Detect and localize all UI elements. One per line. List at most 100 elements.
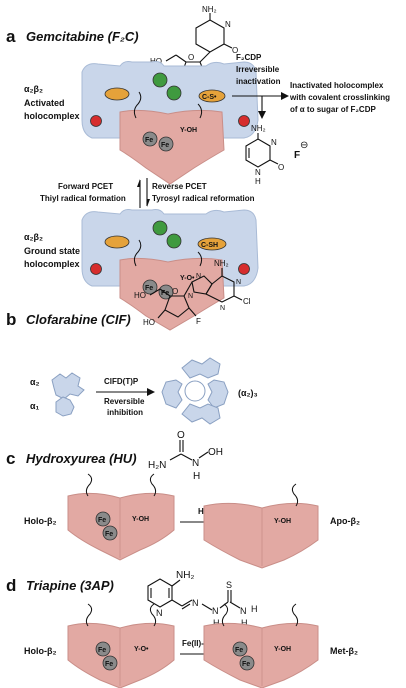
hexamer-label: (α₂)₃ <box>238 388 258 398</box>
holo-fe-1 <box>95 511 111 527</box>
panel-b-title: Clofarabine (CIF) <box>26 312 131 327</box>
clof-arrow-line-1: ClFD(T)P <box>104 377 139 386</box>
gem-o-carbonyl: O <box>232 46 238 55</box>
clof-cl: Cl <box>243 297 251 306</box>
activated-cys-site <box>198 89 226 103</box>
met-beta2-shape <box>203 622 319 688</box>
ground-fe-1-label: Fe <box>145 285 153 292</box>
panel-c-title: Hydroxyurea (HU) <box>26 451 137 466</box>
ground-label-1: α₂β₂ <box>24 232 43 242</box>
triapine-holo-fe-1 <box>95 641 111 657</box>
clof-o-ring: O <box>172 287 178 296</box>
clofarabine-structure <box>149 268 243 319</box>
ground-label-2: Ground state <box>24 246 80 256</box>
reverse-pcet-line-1: Reverse PCET <box>152 182 207 191</box>
triapine-holo-tyr-label: Y-O• <box>134 646 149 653</box>
hu-o: O <box>177 430 185 441</box>
alpha2-label: α₂ <box>30 377 40 387</box>
panel-d-letter: d <box>6 576 16 595</box>
clof-ho2: HO <box>143 318 155 327</box>
met-fe-2 <box>239 655 255 671</box>
product-line-1: Inactivated holocomplex <box>290 81 384 90</box>
ground-red-right <box>238 263 250 275</box>
clof-n2: N <box>236 279 241 286</box>
inactivation-line-1: F₂CDP <box>236 53 262 62</box>
reverse-pcet-line-2: Tyrosyl radical reformation <box>152 194 255 203</box>
met-fe-1-label: Fe <box>235 647 243 654</box>
cytosine-n2: N <box>255 168 261 177</box>
inactivation-line-2: Irreversible <box>236 65 280 74</box>
cytosine-nh2: NH₂ <box>251 124 266 133</box>
forward-pcet-line-1: Forward PCET <box>58 182 113 191</box>
tri-n-ring: N <box>156 608 163 618</box>
ground-fe-1 <box>142 279 158 295</box>
activated-red-right <box>238 115 250 127</box>
met-beta2-label: Met-β₂ <box>330 646 358 656</box>
tri-h2: H <box>251 604 258 614</box>
holo-beta2-shape <box>67 492 175 561</box>
cytosine-o: O <box>278 163 284 172</box>
holo-tyr-label: Y-OH <box>132 516 149 523</box>
panel-b: b Clofarabine (CIF) NH₂ N N N N Cl O HO … <box>6 259 258 425</box>
met-fe-2-label: Fe <box>242 661 250 668</box>
activated-tyr-label: Y-OH <box>180 127 197 134</box>
cytosine-structure <box>245 133 279 168</box>
activated-label-2: Activated <box>24 98 65 108</box>
triapine-holo-fe-1-label: Fe <box>98 647 106 654</box>
hydroxyurea-structure <box>169 440 209 461</box>
gem-nh2: NH₂ <box>202 5 217 14</box>
ground-tyr-label: Y-O• <box>180 275 195 282</box>
cytosine-h: H <box>255 177 261 186</box>
activated-red-left <box>90 115 102 127</box>
met-fe-1 <box>232 641 248 657</box>
holo-fe-1-label: Fe <box>98 517 106 524</box>
ground-cys-site <box>197 237 227 251</box>
tri-n1: N <box>192 598 199 608</box>
activated-fe-2 <box>158 136 174 152</box>
panel-c-letter: c <box>6 449 15 468</box>
triapine-holo-beta2-label: Holo-β₂ <box>24 646 56 656</box>
activated-fe-1-label: Fe <box>145 137 153 144</box>
holo-fe-2 <box>102 525 118 541</box>
ground-red-left <box>90 263 102 275</box>
panel-a: a Gemcitabine (F₂C) NH₂ N O O HO HO F F <box>6 5 390 331</box>
holo-fe-2-label: Fe <box>105 531 113 538</box>
ground-green-site-2 <box>166 233 182 249</box>
panel-d: d Triapine (3AP) NH₂ N N N H S N H H <box>6 570 358 688</box>
hu-h: H <box>193 471 200 482</box>
activated-label-1: α₂β₂ <box>24 84 43 94</box>
clof-f: F <box>196 317 201 326</box>
fluoride-ion: F <box>294 150 300 161</box>
hu-n: N <box>192 458 199 469</box>
clof-n1: N <box>196 273 201 280</box>
alpha1-monomer-shape <box>55 396 75 417</box>
product-line-3: of α to sugar of F₂CDP <box>290 105 376 114</box>
clof-ho1: HO <box>134 291 146 300</box>
product-line-2: with covalent crosslinking <box>289 93 390 102</box>
clof-arrow-line-2: Reversible <box>104 397 145 406</box>
apo-beta2-shape <box>203 502 319 569</box>
fluoride-charge: ⊖ <box>300 140 308 151</box>
ground-label-3: holocomplex <box>24 259 80 269</box>
panel-a-letter: a <box>6 27 16 46</box>
gem-o-ring: O <box>188 53 194 62</box>
tri-n3: N <box>240 606 247 616</box>
ground-green-site-1 <box>152 220 168 236</box>
activated-orange-site <box>104 87 130 101</box>
ground-fe-2-label: Fe <box>161 290 169 297</box>
activated-green-site-1 <box>152 72 168 88</box>
hu-oh: OH <box>208 447 223 458</box>
activated-fe-2-label: Fe <box>161 142 169 149</box>
clof-n3: N <box>220 305 225 312</box>
triapine-holo-beta2-shape <box>67 622 175 688</box>
alpha2-dimer-shape <box>51 372 85 400</box>
clof-n4: N <box>188 293 193 300</box>
panel-d-title: Triapine (3AP) <box>26 578 114 593</box>
activated-green-site-2 <box>166 85 182 101</box>
triapine-structure <box>147 578 241 611</box>
tri-h3: H <box>241 618 248 628</box>
tri-s: S <box>226 580 232 590</box>
ground-cys-label: C-SH <box>201 242 218 249</box>
hu-h2n: H₂N <box>148 460 166 471</box>
triapine-holo-fe-2-label: Fe <box>105 661 113 668</box>
